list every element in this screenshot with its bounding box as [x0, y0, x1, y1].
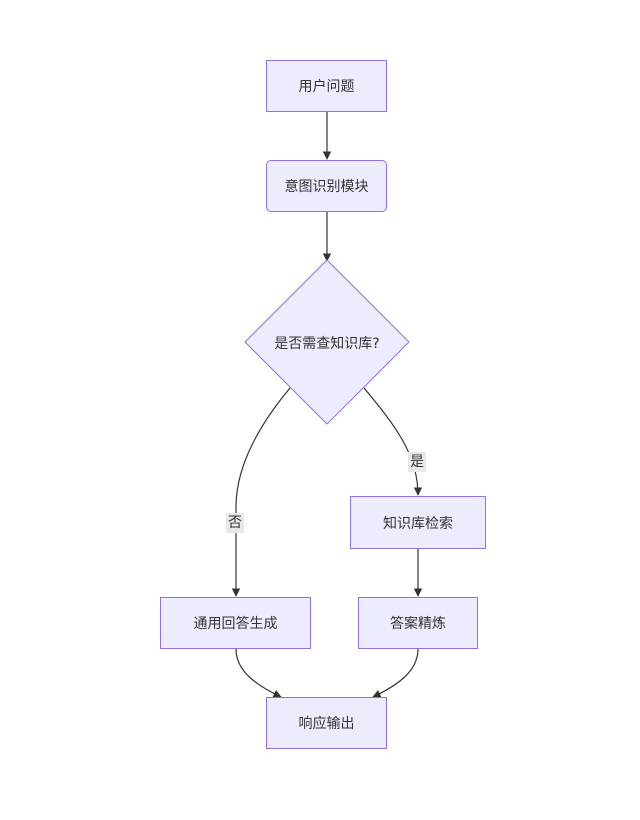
node-user-question[interactable]: 用户问题: [266, 60, 387, 112]
node-user-question-label: 用户问题: [298, 79, 355, 95]
edge-decision-to-kb-search: [363, 387, 423, 496]
node-response-output-label: 响应输出: [298, 716, 355, 732]
edge-refine-to-output: [372, 648, 419, 698]
edge-label-no: 否: [226, 513, 244, 533]
node-kb-search[interactable]: 知识库检索: [350, 496, 486, 549]
edge-decision-to-general: [231, 387, 291, 597]
edge-general-to-output: [235, 648, 282, 698]
edge-label-yes: 是: [408, 452, 426, 472]
node-kb-search-label: 知识库检索: [383, 515, 453, 532]
node-decision-label: 是否需查知识库?: [274, 336, 380, 352]
node-general-answer-label: 通用回答生成: [193, 616, 278, 632]
decision-diamond: [244, 259, 410, 425]
node-response-output[interactable]: 响应输出: [266, 697, 387, 749]
node-answer-refine[interactable]: 答案精炼: [358, 597, 478, 649]
node-intent-module-label: 意图识别模块: [284, 179, 369, 195]
node-general-answer[interactable]: 通用回答生成: [160, 597, 311, 649]
node-answer-refine-label: 答案精炼: [390, 616, 446, 632]
node-intent-module[interactable]: 意图识别模块: [266, 160, 387, 212]
